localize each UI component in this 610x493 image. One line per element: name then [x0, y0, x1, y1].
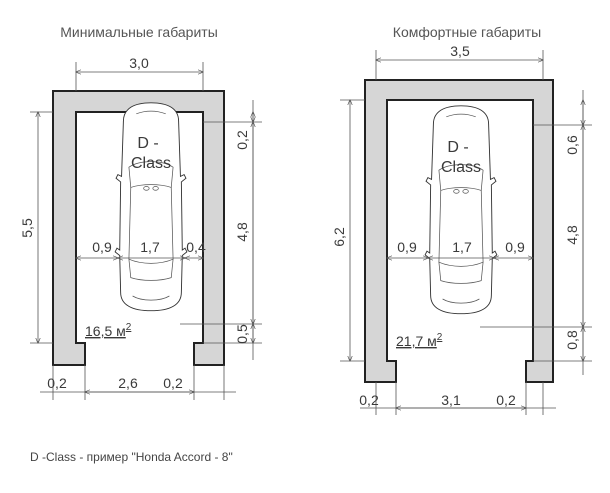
dim-side-left-comfort: 0,9 [397, 239, 417, 255]
class-label-comfort-1: D - [447, 139, 468, 156]
dim-car-length-comfort: 4,8 [564, 225, 580, 245]
dim-top-gap-minimal: 0,2 [234, 130, 250, 150]
dim-car-width-minimal: 1,7 [140, 239, 160, 255]
dim-wall-left-comfort: 0,2 [359, 392, 379, 408]
dim-side-right-comfort: 0,9 [505, 239, 525, 255]
class-label-minimal-1: D - [137, 135, 158, 152]
title-minimal: Минимальные габариты [60, 24, 218, 40]
dim-door-comfort: 3,1 [441, 392, 461, 408]
car-minimal [114, 102, 188, 312]
dim-height-comfort: 6,2 [331, 227, 347, 247]
car-comfort [424, 105, 498, 315]
dim-width-comfort: 3,5 [450, 43, 470, 59]
area-comfort: 21,7 м2 [396, 332, 443, 349]
dim-bottom-gap-comfort: 0,8 [564, 330, 580, 350]
dim-top-gap-comfort: 0,6 [564, 135, 580, 155]
class-label-minimal-2: Class [131, 155, 171, 172]
garage-minimal: Минимальные габариты 3,0 5,5 0,2 4,8 0,5… [19, 24, 262, 400]
dim-height-minimal: 5,5 [19, 218, 35, 238]
class-label-comfort-2: Class [441, 159, 481, 176]
dim-car-length-minimal: 4,8 [234, 222, 250, 242]
dim-width-minimal: 3,0 [129, 55, 149, 71]
dim-bottom-gap-minimal: 0,5 [234, 324, 250, 344]
area-minimal: 16,5 м2 [85, 322, 132, 339]
dim-side-right-minimal: 0,4 [186, 239, 206, 255]
dim-wall-right-minimal: 0,2 [163, 375, 183, 391]
dim-side-left-minimal: 0,9 [92, 239, 112, 255]
footnote: D -Class - пример "Honda Accord - 8" [30, 450, 233, 464]
garage-comfort: Комфортные габариты 3,5 6,2 0,6 4,8 0,8 … [331, 24, 592, 415]
dim-door-minimal: 2,6 [118, 375, 138, 391]
dim-wall-left-minimal: 0,2 [47, 375, 67, 391]
title-comfort: Комфортные габариты [393, 24, 541, 40]
dim-wall-right-comfort: 0,2 [496, 392, 516, 408]
dim-car-width-comfort: 1,7 [452, 239, 472, 255]
